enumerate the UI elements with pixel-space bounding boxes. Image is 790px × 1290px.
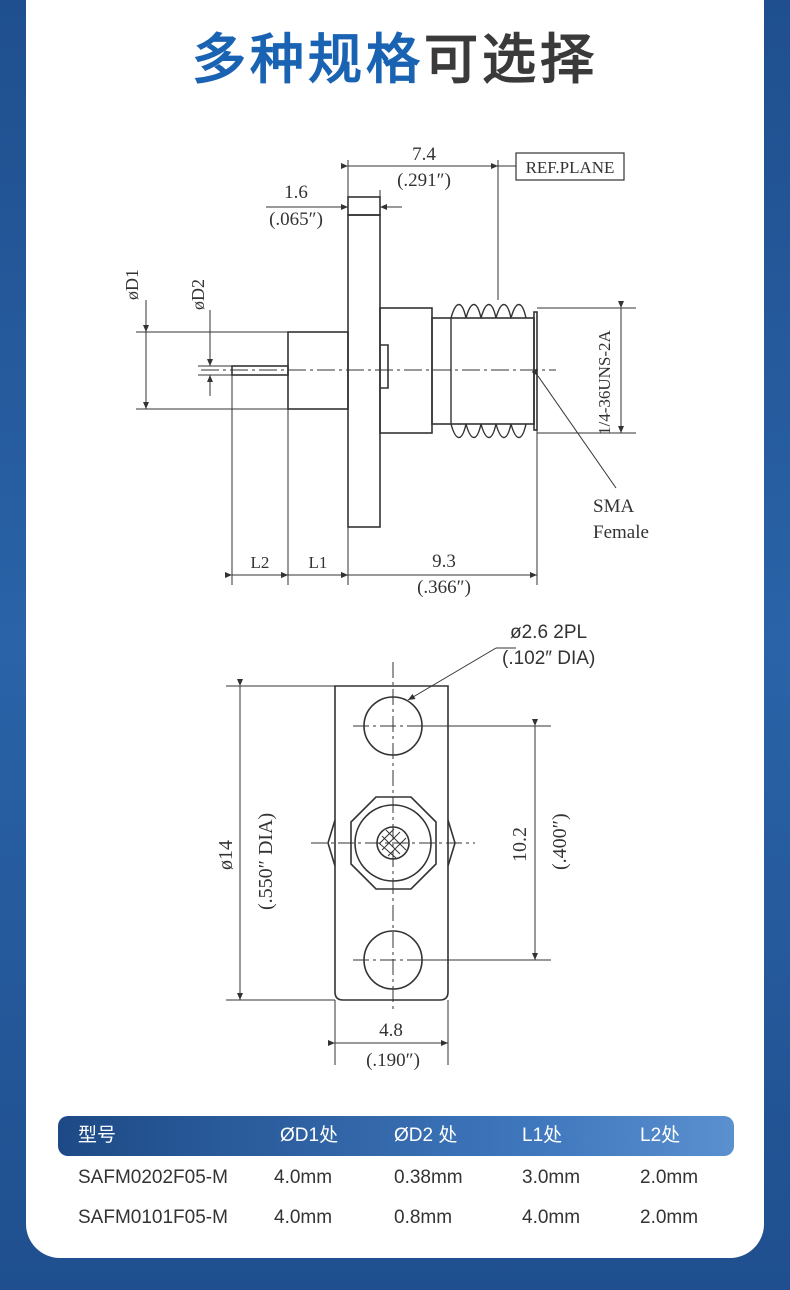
label-l1: L1 — [309, 553, 328, 572]
width-label: 4.8 — [379, 1020, 403, 1041]
label-female: Female — [593, 522, 649, 543]
label-thread: 1/4-36UNS-2A — [595, 329, 614, 435]
label-d1: øD1 — [122, 269, 142, 300]
table-row: SAFM0202F05-M 4.0mm 0.38mm 3.0mm 2.0mm — [58, 1158, 734, 1198]
page-title: 多种规格可选择 — [26, 28, 764, 92]
label-l2: L2 — [251, 553, 270, 572]
front-view-drawing: ø2.6 2PL (.102″ DIA) ø14 (.550″ DIA) 10.… — [215, 622, 595, 1071]
header-d1: ØD1处 — [280, 1125, 339, 1146]
dim-flange: 1.6 — [284, 182, 308, 203]
cell-d1: 4.0mm — [274, 1167, 333, 1188]
cell-d2: 0.38mm — [394, 1167, 463, 1188]
dim-total-in: (.291″) — [397, 170, 451, 191]
dia-label-in: (.550″ DIA) — [255, 813, 277, 910]
title-highlight: 多种规格 — [192, 30, 424, 90]
hole-label-in: (.102″ DIA) — [502, 648, 595, 669]
header-l2: L2处 — [640, 1125, 681, 1146]
spacing-label-in: (.400″) — [549, 813, 571, 870]
ref-plane-label: REF.PLANE — [526, 158, 615, 177]
cell-l1: 4.0mm — [522, 1207, 581, 1228]
table-row: SAFM0101F05-M 4.0mm 0.8mm 4.0mm 2.0mm — [58, 1198, 734, 1238]
cell-model: SAFM0101F05-M — [78, 1207, 228, 1228]
title-rest: 可选择 — [424, 30, 598, 90]
dim-flange-in: (.065″) — [269, 209, 323, 230]
hole-label: ø2.6 2PL — [510, 622, 587, 643]
cell-model: SAFM0202F05-M — [78, 1167, 228, 1188]
spec-card: 多种规格可选择 — [26, 0, 764, 1258]
cell-l2: 2.0mm — [640, 1167, 699, 1188]
spacing-label: 10.2 — [509, 827, 531, 862]
cell-l1: 3.0mm — [522, 1167, 581, 1188]
header-d2: ØD2 处 — [394, 1125, 458, 1146]
width-label-in: (.190″) — [366, 1050, 420, 1071]
dia-label: ø14 — [215, 840, 237, 870]
dim-body: 9.3 — [432, 551, 456, 572]
cell-d1: 4.0mm — [274, 1207, 333, 1228]
dim-body-in: (.366″) — [417, 577, 471, 598]
spec-table-header: 型号 ØD1处 ØD2 处 L1处 L2处 — [58, 1116, 734, 1156]
cell-d2: 0.8mm — [394, 1207, 453, 1228]
side-view-drawing: REF.PLANE 7.4 (.291″) 1.6 (.065″) øD1 øD… — [122, 144, 649, 598]
label-d2: øD2 — [188, 279, 208, 310]
header-model: 型号 — [78, 1125, 117, 1146]
label-sma: SMA — [593, 496, 634, 517]
header-l1: L1处 — [522, 1125, 563, 1146]
dim-total: 7.4 — [412, 144, 436, 165]
cell-l2: 2.0mm — [640, 1207, 699, 1228]
